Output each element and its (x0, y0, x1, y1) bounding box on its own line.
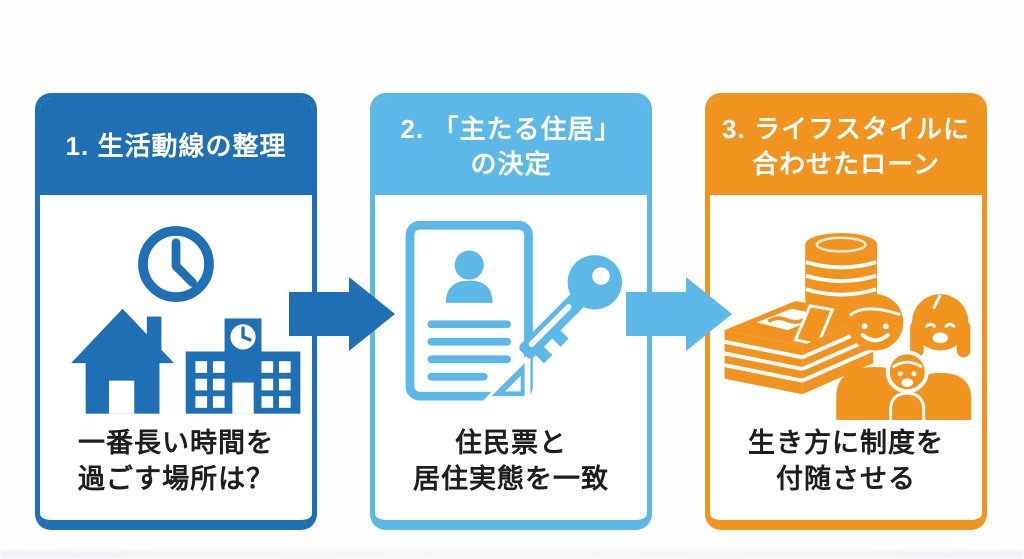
bottom-edge-smudge (0, 550, 1024, 559)
resident-record-document-icon (405, 220, 533, 403)
step-3-icons (724, 232, 976, 420)
step-2-caption-line1: 住民票と (455, 428, 567, 458)
key-icon (519, 255, 622, 364)
family-icon (836, 294, 976, 420)
step-1-caption-line2: 過ごす場所は？ (77, 463, 275, 494)
step-3-header: 3. ライフスタイルに 合わせたローン (710, 98, 982, 195)
step-3-caption-line1: 生き方に制度を (748, 428, 944, 458)
clock-icon (138, 226, 214, 302)
step-1-header: 1. 生活動線の整理 (40, 98, 312, 195)
step-3-caption-line2: 付随させる (776, 463, 916, 494)
step-3-body: 生き方に制度を 付随させる (710, 195, 982, 520)
step-3-caption: 生き方に制度を 付随させる (748, 426, 944, 497)
step-1-header-line1: 1. 生活動線の整理 (65, 131, 287, 162)
step-2-caption: 住民票と 居住実態を一致 (413, 426, 609, 497)
step-2-header: 2. 「主たる住居」 の決定 (375, 98, 647, 195)
arrow-step2-to-step3 (626, 277, 732, 351)
step-1-caption: 一番長い時間を 過ごす場所は？ (78, 426, 274, 497)
school-icon (185, 318, 301, 414)
step-card-2: 2. 「主たる住居」 の決定 (370, 93, 652, 530)
step-card-1: 1. 生活動線の整理 (35, 93, 317, 530)
step-2-header-line2: の決定 (470, 148, 552, 179)
arrow-step1-to-step2 (289, 277, 395, 351)
step-2-header-line1: 2. 「主たる住居」 (400, 114, 622, 145)
step-2-caption-line2: 居住実態を一致 (413, 463, 609, 494)
step-card-3: 3. ライフスタイルに 合わせたローン (705, 93, 987, 530)
step-1-icons (71, 226, 301, 414)
step-1-caption-line1: 一番長い時間を (78, 428, 274, 458)
house-icon (71, 308, 175, 414)
step-1-body: 一番長い時間を 過ごす場所は？ (40, 195, 312, 520)
step-2-body: 住民票と 居住実態を一致 (375, 195, 647, 520)
step-3-header-line2: 合わせたローン (752, 148, 940, 179)
step-2-icons (405, 220, 622, 403)
step-3-header-line1: 3. ライフスタイルに (722, 114, 970, 145)
